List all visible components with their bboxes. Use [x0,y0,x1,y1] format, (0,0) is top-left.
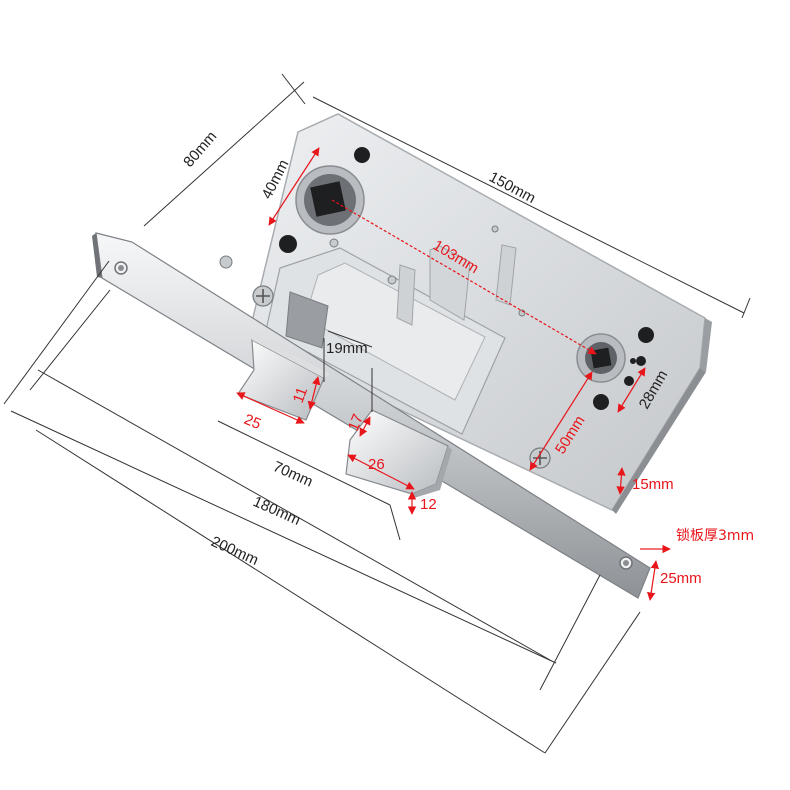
screw-holes [279,147,654,410]
label-17: 17 [345,412,367,434]
label-180mm: 180mm [250,493,303,529]
label-25: 25 [242,411,264,433]
spindle-hub-icon [295,165,365,235]
cylinder-hub-icon [576,333,626,383]
label-25mm: 25mm [660,570,702,587]
label-12: 12 [420,496,437,513]
label-200mm: 200mm [208,533,261,569]
label-70mm: 70mm [270,458,315,490]
red-dimension-lines [236,147,671,601]
dimension-lines [3,73,751,754]
label-faceplate-thickness: 锁板厚3mm [676,528,754,544]
label-11: 11 [290,385,311,405]
label-19mm: 19mm [326,340,368,357]
label-26: 26 [368,456,385,473]
label-80mm: 80mm [180,128,220,171]
label-15mm: 15mm [632,476,674,493]
